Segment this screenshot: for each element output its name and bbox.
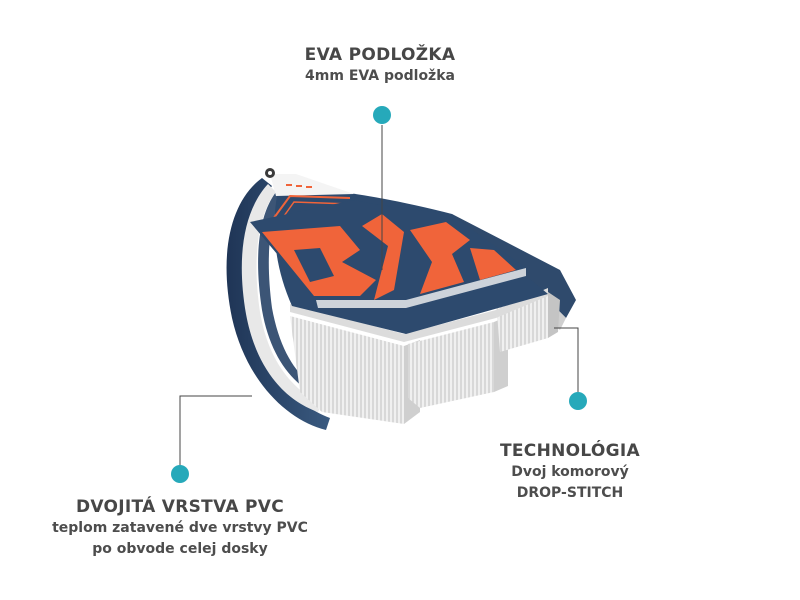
callout-lines xyxy=(179,125,579,466)
eva-callout-dot xyxy=(373,106,391,124)
technology-line2: DROP-STITCH xyxy=(516,485,624,501)
pvc-line2: po obvode celej dosky xyxy=(92,541,268,557)
technology-line1: Dvoj komorový xyxy=(511,464,629,480)
eva-pad xyxy=(250,200,526,308)
pvc-layer-label: DVOJITÁ VRSTVA PVC teplom zatavené dve v… xyxy=(30,496,330,560)
technology-title: TECHNOLÓGIA xyxy=(499,441,640,461)
outer-pvc-rail xyxy=(226,178,330,430)
tech-callout-line xyxy=(554,327,579,392)
eva-subtitle: 4mm EVA podložka xyxy=(305,68,455,84)
tech-callout-dot xyxy=(569,392,587,410)
pvc-callout-line xyxy=(179,395,252,466)
drop-stitch-core xyxy=(290,288,560,424)
eva-title: EVA PODLOŽKA xyxy=(304,45,456,65)
pvc-line1: teplom zatavené dve vrstvy PVC xyxy=(52,520,308,536)
eva-pad-label: EVA PODLOŽKA 4mm EVA podložka xyxy=(230,44,530,87)
pvc-title: DVOJITÁ VRSTVA PVC xyxy=(75,497,285,517)
pvc-callout-dot xyxy=(171,465,189,483)
technology-label: TECHNOLÓGIA Dvoj komorový DROP-STITCH xyxy=(470,440,670,504)
